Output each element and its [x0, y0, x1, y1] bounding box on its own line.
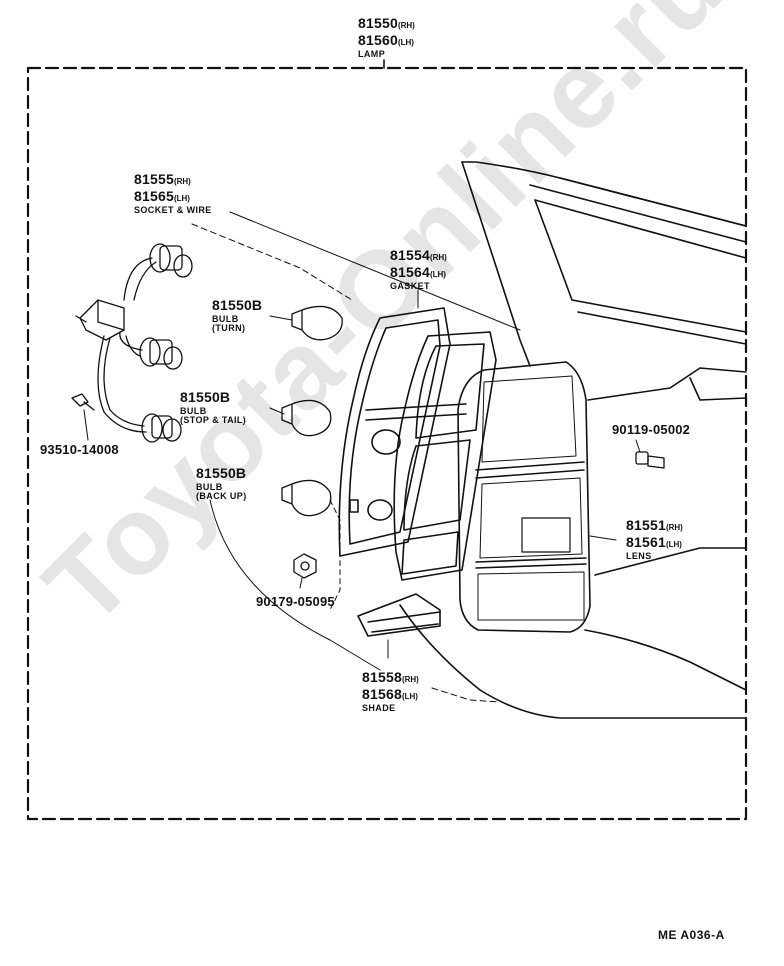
socket-part-lh: 81565	[134, 187, 174, 204]
bulb-turn-use: (TURN)	[212, 323, 246, 334]
gasket-part-lh: 81564	[390, 263, 430, 280]
bulb-back-shape	[281, 479, 332, 517]
gasket-rh-suffix: (RH)	[429, 253, 447, 262]
gasket-part-rh: 81554	[390, 247, 430, 263]
bolt-label: 90119-05002	[612, 422, 690, 439]
screw-part-number: 93510-14008	[40, 442, 119, 457]
socket-wire-label: 81555(RH) 81565(LH) SOCKET & WIRE	[134, 172, 212, 215]
leader-lines	[83, 211, 641, 703]
lamp-housing-shape	[349, 331, 497, 581]
bulb-stop-name: BULB	[180, 405, 207, 416]
bulb-back-label: 81550B BULB (BACK UP)	[196, 466, 247, 502]
socket-part-rh: 81555	[134, 171, 174, 187]
lamp-rh-suffix: (RH)	[397, 21, 415, 30]
assembly-border	[26, 59, 748, 821]
bulb-stop-part: 81550B	[180, 389, 231, 405]
lamp-name: LAMP	[358, 48, 386, 59]
gasket-label: 81554(RH) 81564(LH) GASKET	[390, 248, 447, 291]
lens-lh-suffix: (LH)	[665, 539, 682, 549]
socket-rh-suffix: (RH)	[173, 177, 191, 186]
socket-lh-suffix: (LH)	[173, 193, 190, 203]
diagram-code: ME A036-A	[658, 928, 725, 942]
bulb-back-use: (BACK UP)	[196, 491, 247, 502]
socket-wire-harness	[75, 243, 193, 443]
gasket-name: GASKET	[390, 280, 430, 291]
shade-part-rh: 81558	[362, 669, 402, 685]
bolt-part-number: 90119-05002	[612, 422, 691, 437]
bulb-turn-label: 81550B BULB (TURN)	[212, 298, 262, 334]
nut-part-number: 90179-05095	[256, 594, 335, 609]
shade-lh-suffix: (LH)	[401, 691, 418, 701]
nut-part	[293, 553, 317, 579]
shade-name: SHADE	[362, 702, 396, 713]
lens-part-rh: 81551	[626, 517, 666, 533]
bulb-turn-shape	[291, 305, 343, 341]
socket-name: SOCKET & WIRE	[134, 204, 212, 215]
bulb-turn-name: BULB	[212, 313, 239, 324]
nut-label: 90179-05095	[256, 594, 335, 611]
lamp-label: 81550(RH) 81560(LH) LAMP	[358, 16, 415, 59]
lens-shape	[457, 361, 591, 633]
bolt-part	[635, 451, 665, 469]
lens-rh-suffix: (RH)	[665, 523, 683, 532]
lamp-part-rh: 81550	[358, 15, 398, 31]
shade-label: 81558(RH) 81568(LH) SHADE	[362, 670, 419, 713]
bulb-stop-use: (STOP & TAIL)	[180, 415, 247, 426]
lens-part-lh: 81561	[626, 533, 666, 550]
lens-label: 81551(RH) 81561(LH) LENS	[626, 518, 683, 561]
lamp-part-lh: 81560	[358, 31, 398, 48]
bulb-back-part: 81550B	[196, 465, 247, 481]
bulb-stop-shape	[281, 399, 332, 437]
shade-rh-suffix: (RH)	[401, 675, 419, 684]
gasket-lh-suffix: (LH)	[429, 269, 446, 279]
vehicle-body	[399, 161, 747, 719]
lens-name: LENS	[626, 550, 652, 561]
screw-label: 93510-14008	[40, 442, 119, 459]
lamp-lh-suffix: (LH)	[397, 37, 414, 47]
shade-part-lh: 81568	[362, 685, 402, 702]
screw-part	[71, 393, 95, 411]
bulb-stop-label: 81550B BULB (STOP & TAIL)	[180, 390, 246, 426]
shade-shape	[357, 593, 441, 637]
bulb-back-name: BULB	[196, 481, 223, 492]
bulb-turn-part: 81550B	[212, 297, 263, 313]
